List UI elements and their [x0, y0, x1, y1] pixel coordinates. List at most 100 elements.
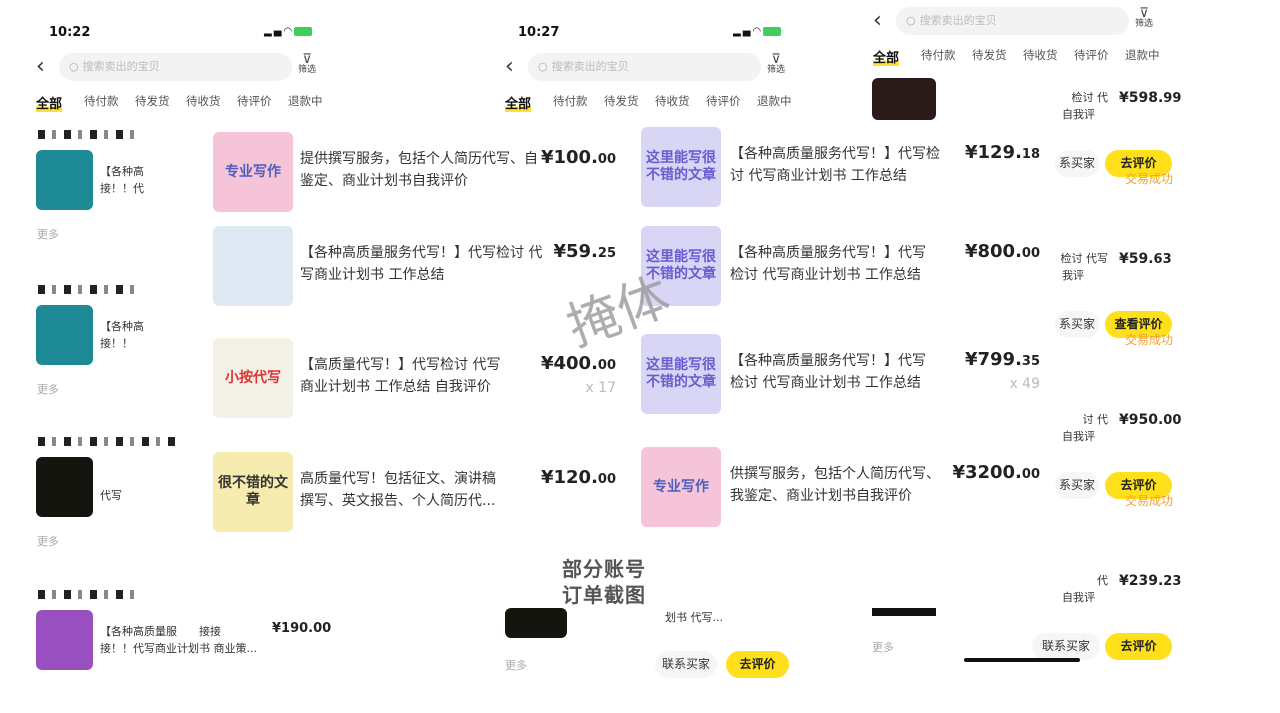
tab-0[interactable]: 全部 — [36, 93, 63, 112]
note-line1: 部分账号 — [562, 557, 646, 581]
note-text: 部分账号订单截图 — [562, 556, 646, 608]
more-link[interactable]: 更多 — [505, 659, 527, 672]
product-image[interactable]: 专业写作 — [213, 132, 293, 212]
tab-2[interactable]: 待发货 — [135, 94, 170, 108]
back-button[interactable]: ‹ — [36, 54, 45, 79]
tab-4[interactable]: 待评价 — [706, 94, 741, 108]
search-placeholder: 搜索卖出的宝贝 — [551, 60, 629, 73]
product-title-line2: 检讨 代写商业计划书 工作总结 — [730, 375, 921, 391]
search-input[interactable]: ○搜索卖出的宝贝 — [59, 53, 292, 81]
more-link[interactable]: 更多 — [37, 535, 59, 548]
tab-3[interactable]: 待收货 — [655, 94, 690, 108]
price-integer: ¥129. — [964, 142, 1022, 163]
product-title-line1: 【高质量代写！】代写检讨 代写 — [300, 357, 501, 373]
item-thumbnail[interactable] — [36, 305, 93, 365]
action-button[interactable]: 查看评价 — [1105, 311, 1172, 338]
product-price: ¥129.18 — [965, 142, 1040, 163]
tab-5[interactable]: 退款中 — [1125, 48, 1160, 62]
back-button[interactable]: ‹ — [873, 8, 882, 33]
product-image[interactable]: 很不错的文章 — [213, 452, 293, 532]
filter-icon: ⊽ — [771, 52, 781, 67]
status-icons: ▂▄◠ — [264, 26, 313, 37]
search-input[interactable]: ○搜索卖出的宝贝 — [528, 53, 761, 81]
filter-label: 筛选 — [767, 65, 786, 75]
tab-4[interactable]: 待评价 — [237, 94, 272, 108]
shop-name-redacted — [38, 590, 138, 599]
price-decimal: 00 — [597, 472, 616, 487]
filter-label: 筛选 — [1135, 19, 1154, 29]
shop-name-redacted — [38, 285, 138, 294]
product-title-line2: 鉴定、商业计划书自我评价 — [300, 173, 468, 189]
price-integer: ¥950. — [1119, 412, 1164, 428]
price-decimal: 00 — [313, 621, 332, 636]
product-title-line2: 讨 代写商业计划书 工作总结 — [730, 168, 907, 184]
item-price: ¥598.99 — [1119, 90, 1181, 106]
action-button[interactable]: 去评价 — [1105, 633, 1172, 660]
tab-0[interactable]: 全部 — [873, 47, 900, 66]
price-decimal: 00 — [597, 152, 616, 167]
product-image[interactable]: 专业写作 — [641, 447, 721, 527]
filter-button[interactable]: ⊽筛选 — [767, 52, 786, 76]
quantity: x 49 — [1009, 376, 1040, 392]
action-button[interactable]: 去评价 — [1105, 150, 1172, 177]
item-title-line1: 检讨 代 — [1071, 91, 1109, 104]
tab-3[interactable]: 待收货 — [1023, 48, 1058, 62]
contact-buyer-button[interactable]: 联系买家 — [655, 651, 717, 678]
contact-buyer-button[interactable]: 系买家 — [1055, 311, 1099, 338]
more-link[interactable]: 更多 — [872, 641, 894, 654]
product-image[interactable]: 小按代写 — [213, 338, 293, 418]
filter-button[interactable]: ⊽筛选 — [1135, 7, 1154, 30]
product-price: ¥59.25 — [553, 241, 616, 262]
more-link[interactable]: 更多 — [37, 228, 59, 241]
wifi-icon: ◠ — [752, 26, 764, 37]
tab-4[interactable]: 待评价 — [1074, 48, 1109, 62]
item-thumbnail[interactable] — [872, 608, 936, 616]
contact-buyer-button[interactable]: 系买家 — [1055, 472, 1099, 499]
product-image[interactable]: 这里能写很不错的文章 — [641, 127, 721, 207]
tab-3[interactable]: 待收货 — [186, 94, 221, 108]
product-price: ¥3200.00 — [952, 462, 1040, 483]
battery-icon — [294, 26, 313, 36]
back-button[interactable]: ‹ — [505, 54, 514, 79]
item-price: ¥59.63 — [1119, 251, 1172, 267]
tab-2[interactable]: 待发货 — [604, 94, 639, 108]
tab-5[interactable]: 退款中 — [288, 94, 323, 108]
item-thumbnail[interactable] — [36, 150, 93, 210]
item-thumbnail[interactable] — [872, 78, 936, 120]
price-decimal: 00 — [1021, 246, 1040, 261]
item-price: ¥190.00 — [272, 621, 331, 636]
action-button[interactable]: 去评价 — [1105, 472, 1172, 499]
contact-buyer-button[interactable]: 系买家 — [1055, 150, 1099, 177]
product-title-line1: 供撰写服务，包括个人简历代写、 — [730, 466, 940, 482]
item-title-line2: 接！！ — [100, 337, 133, 350]
signal-icon: ▂▄ — [264, 26, 284, 37]
product-title-line2: 撰写、英文报告、个人简历代... — [300, 493, 496, 509]
item-title-line2: 接！！代 — [100, 182, 144, 195]
product-price: ¥799.35 — [965, 349, 1040, 370]
item-thumbnail[interactable] — [36, 457, 93, 517]
quantity: x 17 — [585, 380, 616, 396]
action-button[interactable]: 去评价 — [726, 651, 789, 678]
price-decimal: 18 — [1021, 147, 1040, 162]
product-image[interactable] — [213, 226, 293, 306]
product-image[interactable]: 这里能写很不错的文章 — [641, 226, 721, 306]
tab-5[interactable]: 退款中 — [757, 94, 792, 108]
item-title-line2: 自我评 — [1062, 108, 1095, 121]
product-image[interactable]: 这里能写很不错的文章 — [641, 334, 721, 414]
item-thumbnail[interactable] — [36, 610, 93, 670]
tab-1[interactable]: 待付款 — [553, 94, 588, 108]
tab-0[interactable]: 全部 — [505, 93, 532, 112]
filter-button[interactable]: ⊽筛选 — [298, 53, 316, 76]
search-input[interactable]: ○搜索卖出的宝贝 — [896, 7, 1129, 35]
price-decimal: 99 — [1163, 91, 1182, 106]
product-price: ¥800.00 — [965, 241, 1040, 262]
tab-2[interactable]: 待发货 — [972, 48, 1007, 62]
tab-1[interactable]: 待付款 — [921, 48, 956, 62]
more-link[interactable]: 更多 — [37, 383, 59, 396]
tab-1[interactable]: 待付款 — [84, 94, 119, 108]
price-integer: ¥59. — [553, 241, 598, 262]
status-icons: ▂▄◠ — [733, 26, 782, 37]
item-thumbnail[interactable] — [505, 608, 567, 638]
contact-buyer-button[interactable]: 联系买家 — [1032, 633, 1100, 660]
item-title-line2: 接！！代写商业计划书 商业策... — [100, 642, 257, 655]
